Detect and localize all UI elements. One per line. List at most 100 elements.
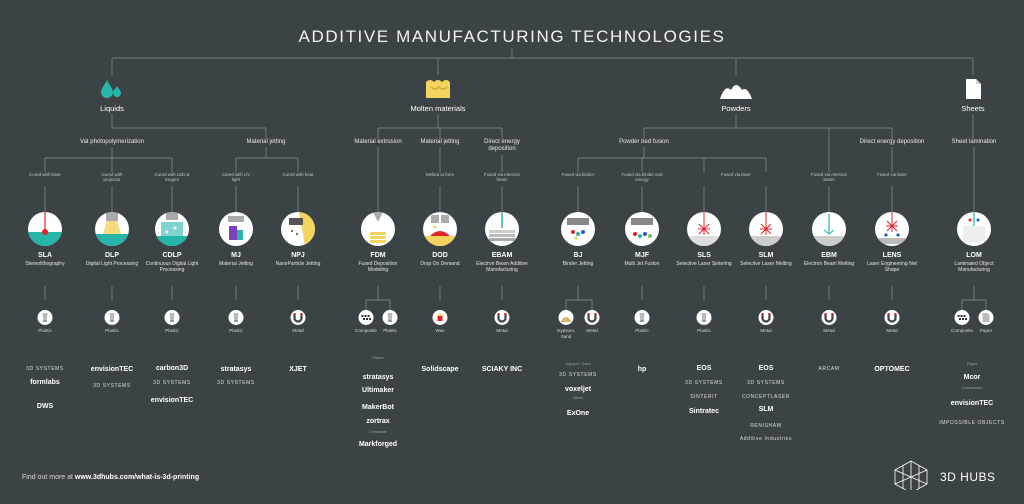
technology-abbreviation: EBAM bbox=[491, 252, 513, 259]
brand-logo: formlabs bbox=[30, 379, 60, 386]
paper-icon bbox=[978, 310, 994, 325]
brand-logo: voxeljet bbox=[564, 386, 592, 393]
composite-mesh-icon bbox=[954, 310, 970, 325]
process-label: Powder bed fusion bbox=[617, 139, 671, 145]
droplets-icon bbox=[101, 80, 121, 98]
brand-logo: 3D SYSTEMS bbox=[93, 383, 131, 389]
magnet-icon bbox=[758, 310, 774, 325]
magnet-icon bbox=[584, 310, 600, 325]
material-label: Plastic bbox=[38, 328, 52, 333]
brand-logo: SLM bbox=[758, 406, 774, 413]
brand-logo: envisionTEC bbox=[90, 366, 134, 373]
plastic-cup-icon bbox=[696, 310, 712, 325]
technology-name: NanoParticle Jetting bbox=[275, 261, 321, 267]
technology-diagram-ebm bbox=[812, 212, 846, 246]
material-label: Paper bbox=[979, 328, 993, 333]
brand-logo: 3D SYSTEMS bbox=[747, 380, 785, 386]
mechanism-label: Fused via binder bbox=[560, 172, 596, 178]
mechanism-label: Fused via electron beam bbox=[482, 172, 522, 183]
brand-logo: Mcor bbox=[963, 374, 981, 381]
material-label: Composite bbox=[951, 328, 973, 333]
mechanism-label: Cured with heat bbox=[280, 172, 316, 178]
technology-abbreviation: MJ bbox=[231, 252, 241, 259]
mechanism-label: Cured with projector bbox=[94, 172, 130, 183]
technology-diagram-lens bbox=[875, 212, 909, 246]
technology-name: Selective Laser Melting bbox=[740, 261, 792, 267]
wax-icon bbox=[432, 310, 448, 325]
plastic-cup-icon bbox=[228, 310, 244, 325]
brand-logo: 3D SYSTEMS bbox=[217, 380, 255, 386]
technology-diagram-lom bbox=[957, 212, 991, 246]
technology-name: Digital Light Processing bbox=[85, 261, 139, 267]
brand-group-note: Metal bbox=[573, 396, 583, 400]
brand-logo: Solidscape bbox=[421, 366, 459, 373]
technology-name: Laser Engineering Net Shape bbox=[867, 261, 917, 274]
technology-name: Continuous Digital Light Processing bbox=[145, 261, 199, 274]
paper-sheet-icon bbox=[966, 79, 981, 99]
technology-abbreviation: DOD bbox=[432, 252, 448, 259]
brand-logo: envisionTEC bbox=[150, 397, 194, 404]
technology-diagram-npj bbox=[281, 212, 315, 246]
technology-diagram-fdm bbox=[361, 212, 395, 246]
technology-abbreviation: DLP bbox=[105, 252, 119, 259]
technology-abbreviation: LENS bbox=[882, 252, 902, 259]
brand-logo: SCIAKY INC bbox=[481, 366, 523, 373]
material-label: Plastic bbox=[697, 328, 711, 333]
brand-logo: IMPOSSIBLE OBJECTS bbox=[939, 420, 1005, 426]
category-label-sheets: Sheets bbox=[961, 104, 985, 113]
magnet-icon bbox=[290, 310, 306, 325]
magnet-icon bbox=[494, 310, 510, 325]
sand-icon bbox=[558, 310, 574, 325]
technology-abbreviation: CDLP bbox=[162, 252, 182, 259]
technology-diagram-mjf bbox=[625, 212, 659, 246]
mechanism-label: Melted to form bbox=[422, 172, 458, 178]
material-label: Plastic bbox=[229, 328, 243, 333]
composite-mesh-icon bbox=[358, 310, 374, 325]
technology-diagram-bj bbox=[561, 212, 595, 246]
material-label: Composite bbox=[355, 328, 377, 333]
brand-logo: Ultimaker bbox=[362, 387, 394, 394]
technology-abbreviation: SLS bbox=[697, 252, 711, 259]
brand-group-note: Plastic bbox=[372, 356, 384, 360]
brand-logo: hp bbox=[637, 366, 647, 373]
brand-logo: Markforged bbox=[358, 441, 398, 448]
brand-logo: 3D SYSTEMS bbox=[685, 380, 723, 386]
mechanism-label: Fused via laser bbox=[874, 172, 910, 178]
technology-diagram-ebam bbox=[485, 212, 519, 246]
process-label: Material extrusion bbox=[352, 139, 404, 145]
material-label: Plastic bbox=[165, 328, 179, 333]
technology-name: Drop On Demand bbox=[420, 261, 460, 267]
magnet-icon bbox=[821, 310, 837, 325]
brand-logo: carbon3D bbox=[155, 365, 189, 372]
material-label: Wax bbox=[435, 328, 445, 333]
material-label: Plastic bbox=[105, 328, 119, 333]
brand-logo: CONCEPTLASER bbox=[741, 394, 791, 400]
material-label: Metal bbox=[292, 328, 304, 333]
plastic-cup-icon bbox=[104, 310, 120, 325]
brand-logo: zortrax bbox=[366, 418, 390, 425]
material-label: Gypsum, Sand bbox=[556, 328, 576, 339]
category-label-liquids: Liquids bbox=[100, 104, 124, 113]
brand-group-note: Paper bbox=[966, 362, 978, 366]
footer-link-text[interactable]: Find out more at www.3dhubs.com/what-is-… bbox=[22, 474, 200, 481]
brand-logo: 3D SYSTEMS bbox=[26, 366, 64, 372]
plastic-cup-icon bbox=[37, 310, 53, 325]
mechanism-label: Cured with laser bbox=[27, 172, 63, 178]
3d-hubs-logo[interactable]: 3D HUBS bbox=[892, 460, 1002, 490]
technology-diagram-mj bbox=[219, 212, 253, 246]
brand-logo: 3D SYSTEMS bbox=[153, 380, 191, 386]
brand-logo: EOS bbox=[696, 365, 712, 372]
brand-logo: DWS bbox=[36, 403, 54, 410]
hexagon-grid-icon bbox=[894, 460, 928, 490]
brand-logo: SINTERIT bbox=[690, 394, 718, 400]
process-label: Material jetting bbox=[244, 139, 288, 145]
technology-name: Selective Laser Sintering bbox=[676, 261, 732, 267]
brand-logo: Additive Industries bbox=[739, 436, 793, 442]
process-label: Sheet lamination bbox=[949, 139, 999, 145]
technology-abbreviation: SLM bbox=[758, 252, 774, 259]
molten-material-icon bbox=[426, 80, 450, 98]
technology-name: Stereolithography bbox=[25, 261, 65, 267]
brand-logo: Sintratec bbox=[689, 408, 719, 415]
technology-name: Laminated Object Manufacturing bbox=[954, 261, 994, 274]
technology-abbreviation: EBM bbox=[821, 252, 837, 259]
